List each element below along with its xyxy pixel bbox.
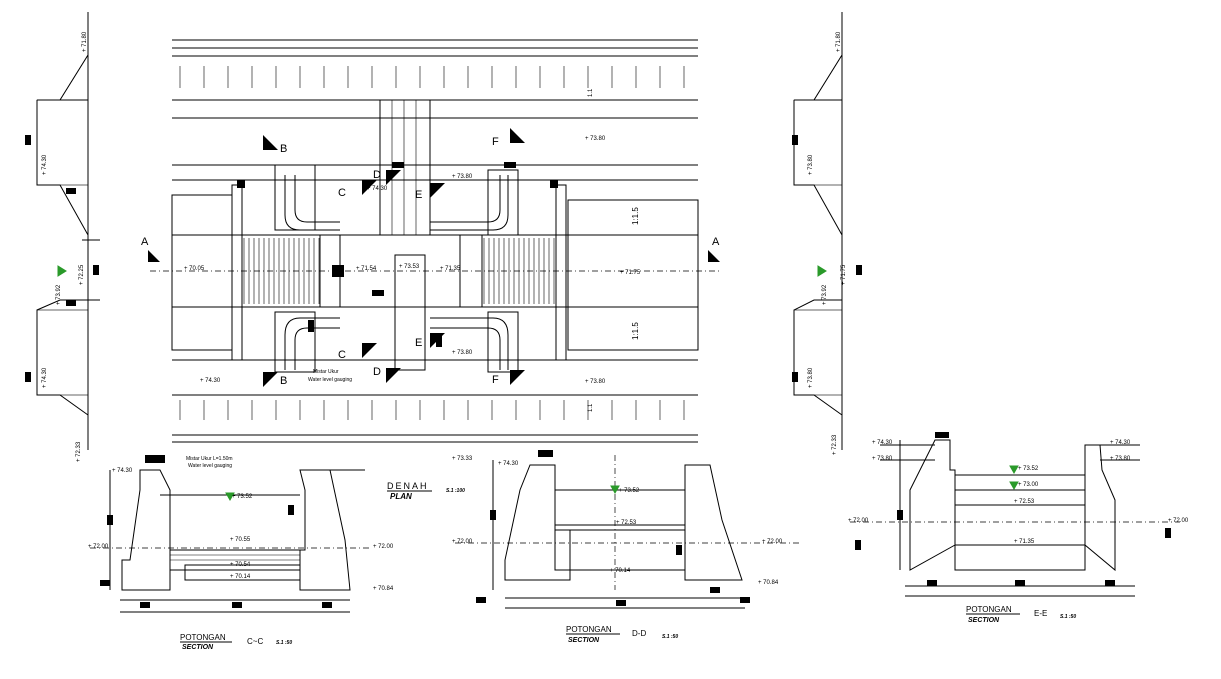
section-ee: + 74.30 + 73.80 + 73.52 + 73.00 + 72.53 … (848, 432, 1189, 624)
plan-elev-11: + 73.80 (585, 379, 606, 385)
section-mark-c-top: C (338, 187, 346, 199)
ee-title: POTONGAN (966, 605, 1012, 614)
dd-title: POTONGAN (566, 625, 612, 634)
dd-elev-7: + 72.00 (762, 539, 783, 545)
left-profile-label-6: + 72.33 (76, 441, 82, 462)
dd-label: D-D (632, 629, 646, 638)
left-profile-label-2: + 74.30 (42, 154, 48, 175)
left-profile-label-1: + 71.80 (82, 31, 88, 52)
dd-elev-5: + 72.00 (452, 539, 473, 545)
plan-slope-2: 1:1.5 (631, 207, 640, 225)
plan-view: A A B B C C D D E E F F + 73.80 + 74.30 … (141, 39, 720, 501)
section-markers (148, 128, 720, 387)
plan-elev-6: + 73.53 (399, 264, 420, 270)
plan-elev-8: + 71.75 (620, 270, 641, 276)
section-mark-f-top: F (492, 136, 499, 148)
dd-scale: S.1 :50 (662, 634, 678, 640)
ee-elev-3: + 73.52 (1018, 466, 1039, 472)
plan-elev-10: + 74.30 (200, 378, 221, 384)
plan-elev-1: + 73.80 (585, 136, 606, 142)
cc-elev-4: + 70.55 (230, 537, 251, 543)
ee-subtitle: SECTION (968, 617, 1000, 624)
dd-elev-4: + 72.53 (616, 520, 637, 526)
cc-title: POTONGAN (180, 633, 226, 642)
ee-elev-8: + 72.00 (1168, 518, 1189, 524)
section-mark-d-top: D (373, 169, 381, 181)
plan-elev-9: + 73.80 (452, 350, 473, 356)
section-mark-b-top: B (280, 143, 287, 155)
lower-slope-ticks (179, 400, 685, 420)
left-profile-label-3: + 72.25 (79, 264, 85, 285)
plan-subtitle: PLAN (390, 492, 412, 501)
right-profile: + 71.80 + 73.80 + 71.75 + 73.92 + 73.80 … (792, 12, 862, 455)
dd-subtitle: SECTION (568, 637, 600, 644)
ee-elev-10: + 73.80 (1110, 456, 1131, 462)
right-profile-label-4: + 73.92 (822, 284, 828, 305)
cc-note-2: Water level gauging (188, 463, 232, 469)
dd-elev-1: + 73.33 (452, 456, 473, 462)
channel-stripes (243, 238, 555, 304)
plan-scale: S.1 :100 (446, 488, 465, 494)
ee-elev-4: + 73.00 (1018, 482, 1039, 488)
section-mark-b-bottom: B (280, 375, 287, 387)
cc-elev-8: + 70.84 (373, 586, 394, 592)
dd-elev-3: + 73.52 (619, 488, 640, 494)
section-cc: Mistar Ukur L=1.50m Water level gauging … (88, 455, 394, 651)
dd-elev-8: + 70.84 (758, 580, 779, 586)
section-dd: + 73.33 + 74.30 + 73.52 + 72.53 + 72.00 … (452, 450, 800, 644)
dd-elev-6: + 70.14 (610, 568, 631, 574)
cc-elev-5: + 70.54 (230, 562, 251, 568)
cc-elev-3: + 72.00 (88, 544, 109, 550)
ee-elev-1: + 74.30 (872, 440, 893, 446)
cc-elev-2: + 73.52 (232, 494, 253, 500)
plan-elev-7: + 71.35 (440, 266, 461, 272)
plan-elev-5: + 71.54 (356, 266, 377, 272)
plan-elev-3: + 73.80 (452, 174, 473, 180)
cc-subtitle: SECTION (182, 644, 214, 651)
upper-slope-ticks (179, 66, 685, 88)
ee-elev-6: + 72.00 (848, 518, 869, 524)
left-profile-label-5: + 74.30 (42, 367, 48, 388)
gauge-note-1: Mistar Ukur (313, 369, 339, 375)
cc-elev-1: + 74.30 (112, 468, 133, 474)
right-profile-label-5: + 73.80 (808, 367, 814, 388)
section-mark-c-bottom: C (338, 349, 346, 361)
ee-elev-2: + 73.80 (872, 456, 893, 462)
cc-note-1: Mistar Ukur L=1.50m (186, 456, 233, 462)
cc-scale: S.1 :50 (276, 640, 292, 646)
section-mark-a-left: A (141, 236, 149, 248)
right-profile-label-3: + 71.75 (841, 264, 847, 285)
dd-elev-2: + 74.30 (498, 461, 519, 467)
ee-elev-5: + 72.53 (1014, 499, 1035, 505)
ee-label: E-E (1034, 609, 1047, 618)
section-mark-a-right: A (712, 236, 720, 248)
gauge-note-2: Water level gauging (308, 377, 352, 383)
plan-slope-4: 1.1 (588, 403, 594, 412)
section-mark-e-top: E (415, 189, 422, 201)
cc-label: C~C (247, 637, 263, 646)
left-profile-label-4: + 73.92 (56, 284, 62, 305)
ee-elev-7: + 71.35 (1014, 539, 1035, 545)
section-mark-f-bottom: F (492, 374, 499, 386)
plan-slope-3: 1:1.5 (631, 322, 640, 340)
section-mark-d-bottom: D (373, 366, 381, 378)
right-profile-label-6: + 72.33 (832, 434, 838, 455)
plan-title: DENAH (387, 481, 429, 491)
ee-elev-9: + 74.30 (1110, 440, 1131, 446)
plan-elev-4: + 70.05 (184, 266, 205, 272)
ee-scale: S.1 :50 (1060, 614, 1076, 620)
right-profile-label-1: + 71.80 (836, 31, 842, 52)
section-mark-e-bottom: E (415, 337, 422, 349)
right-profile-label-2: + 73.80 (808, 154, 814, 175)
cc-elev-7: + 72.00 (373, 544, 394, 550)
plan-slope-1: 1.1 (588, 88, 594, 97)
cc-elev-6: + 70.14 (230, 574, 251, 580)
left-profile: + 71.80 + 74.30 + 72.25 + 73.92 + 74.30 … (25, 12, 100, 462)
plan-elev-2: + 74.30 (367, 186, 388, 192)
